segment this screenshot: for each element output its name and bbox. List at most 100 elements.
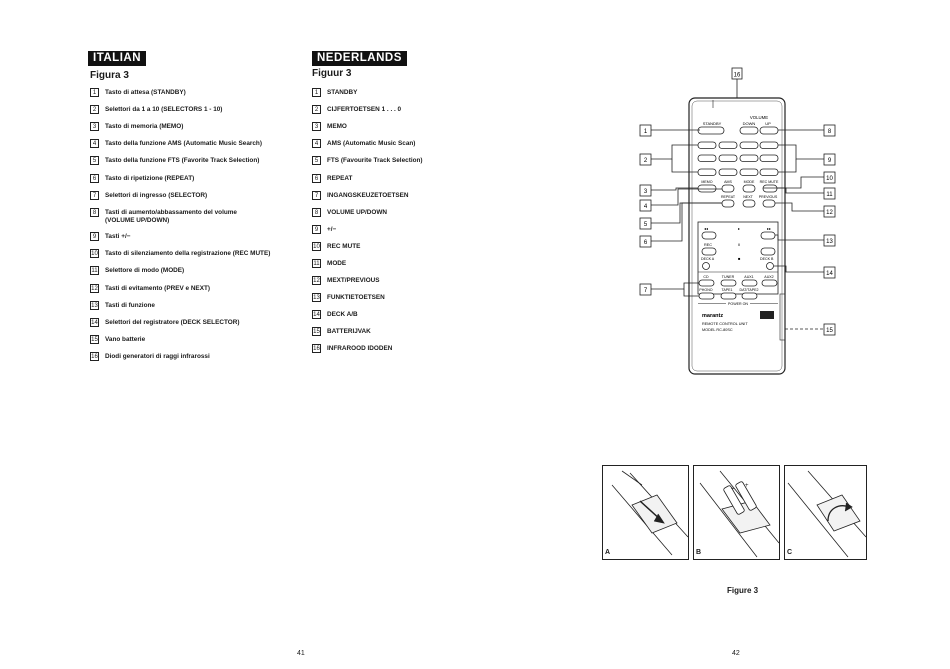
battery-installation-figure: + + [602,465,867,560]
label-mode: MODE [744,180,755,184]
legend-number-box: 11 [90,266,99,275]
label-rec-mute: REC MUTE [760,180,779,184]
label-down: DOWN [743,121,756,126]
legend-number-box: 3 [90,122,99,131]
legend-number-box: 7 [312,191,321,200]
label-deck-b: DECK B [760,257,774,261]
legend-text: DECK A/B [327,311,358,318]
label-tape1: TAPE1 [721,288,732,292]
label-dat-tape2: DAT/TAPE2 [739,288,758,292]
legend-number-box: 13 [90,301,99,310]
battery-indicator [760,311,774,319]
fast-forward-button[interactable] [760,231,776,240]
label-next: NEXT [743,195,753,199]
legend-number-box: 1 [90,88,99,97]
legend-number-box: 6 [312,174,321,183]
legend-text: STANDBY [327,89,358,96]
legend-text: Vano batterie [105,336,146,343]
legend-item: 8 Tasti di aumento/abbassamento del volum… [90,208,237,224]
label-ams: AMS [724,180,732,184]
legend-number-box: 12 [90,284,99,293]
volume-down-button[interactable] [739,126,759,135]
legend-number-box: 10 [312,242,321,251]
dutch-header: NEDERLANDS [312,51,407,66]
number-buttons[interactable] [697,141,779,176]
legend-number-box: 16 [312,344,321,353]
volume-up-button[interactable] [759,126,779,135]
deck-b-button[interactable] [766,262,774,270]
selector-buttons-row2[interactable] [698,292,758,300]
legend-item: 7 INGANGSKEUZETOETSEN [312,191,409,200]
legend-number-box: 5 [312,156,321,165]
legend-text: CIJFERTOETSEN 1 . . . 0 [327,106,402,113]
svg-text:2: 2 [644,158,648,164]
legend-number-box: 8 [90,208,99,217]
legend-number-box: 2 [90,105,99,114]
legend-text: Diodi generatori di raggi infrarossi [105,353,210,360]
legend-number-box: 4 [90,139,99,148]
legend-text: Tasti di aumento/abbassamento del volume… [105,209,237,224]
legend-item: 5 FTS (Favourite Track Selection) [312,156,423,165]
figure-caption: Figure 3 [727,586,759,595]
svg-text:9: 9 [828,158,832,164]
rec-button[interactable] [701,247,717,256]
legend-number-box: 12 [312,276,321,285]
pause-button[interactable] [760,247,776,256]
rewind-button[interactable] [701,231,717,240]
legend-text: FTS (Favourite Track Selection) [327,157,423,164]
selector-buttons-row1[interactable] [698,279,778,287]
svg-text:6: 6 [644,240,648,246]
legend-text: MEMO [327,123,347,130]
legend-text: +/− [327,226,337,233]
page-number-right: 42 [732,650,740,657]
legend-number-box: 9 [90,232,99,241]
memo-row-buttons[interactable] [697,184,778,193]
legend-number-box: 15 [312,327,321,336]
panel-label-b: B [695,549,703,556]
panel-label-a: A [604,549,612,556]
legend-text: AMS (Automatic Music Scan) [327,140,416,147]
fast-forward-icon: ▸▸ [767,226,771,231]
standby-button[interactable] [697,126,725,135]
legend-text: MODE [327,260,347,267]
legend-number-box: 15 [90,335,99,344]
legend-item: 11 MODE [312,259,346,268]
label-deck-a: DECK A [701,257,715,261]
svg-text:10: 10 [826,176,833,182]
svg-text:+: + [745,483,749,489]
legend-text: VOLUME UP/DOWN [327,209,387,216]
legend-number-box: 10 [90,249,99,258]
legend-text: FUNKTIETOETSEN [327,294,385,301]
legend-text: Tasti +/− [105,233,131,240]
play-icon: ▸ [738,226,740,231]
deck-a-button[interactable] [702,262,710,270]
svg-text:13: 13 [826,239,833,245]
legend-text: INGANGSKEUZETOETSEN [327,192,409,199]
legend-number-box: 5 [90,156,99,165]
legend-item: 8 VOLUME UP/DOWN [312,208,387,217]
repeat-row-buttons[interactable] [721,199,776,208]
legend-number-box: 11 [312,259,321,268]
legend-number-box: 8 [312,208,321,217]
legend-text: Tasto di ripetizione (REPEAT) [105,175,195,182]
svg-text:5: 5 [644,222,648,228]
label-aux2: AUX2 [764,275,773,279]
label-rec: REC [704,243,712,247]
label-volume: VOLUME [750,115,768,120]
label-previous: PREVIOUS [759,195,778,199]
pause-icon: II [738,242,740,247]
label-cd: CD [703,275,709,279]
